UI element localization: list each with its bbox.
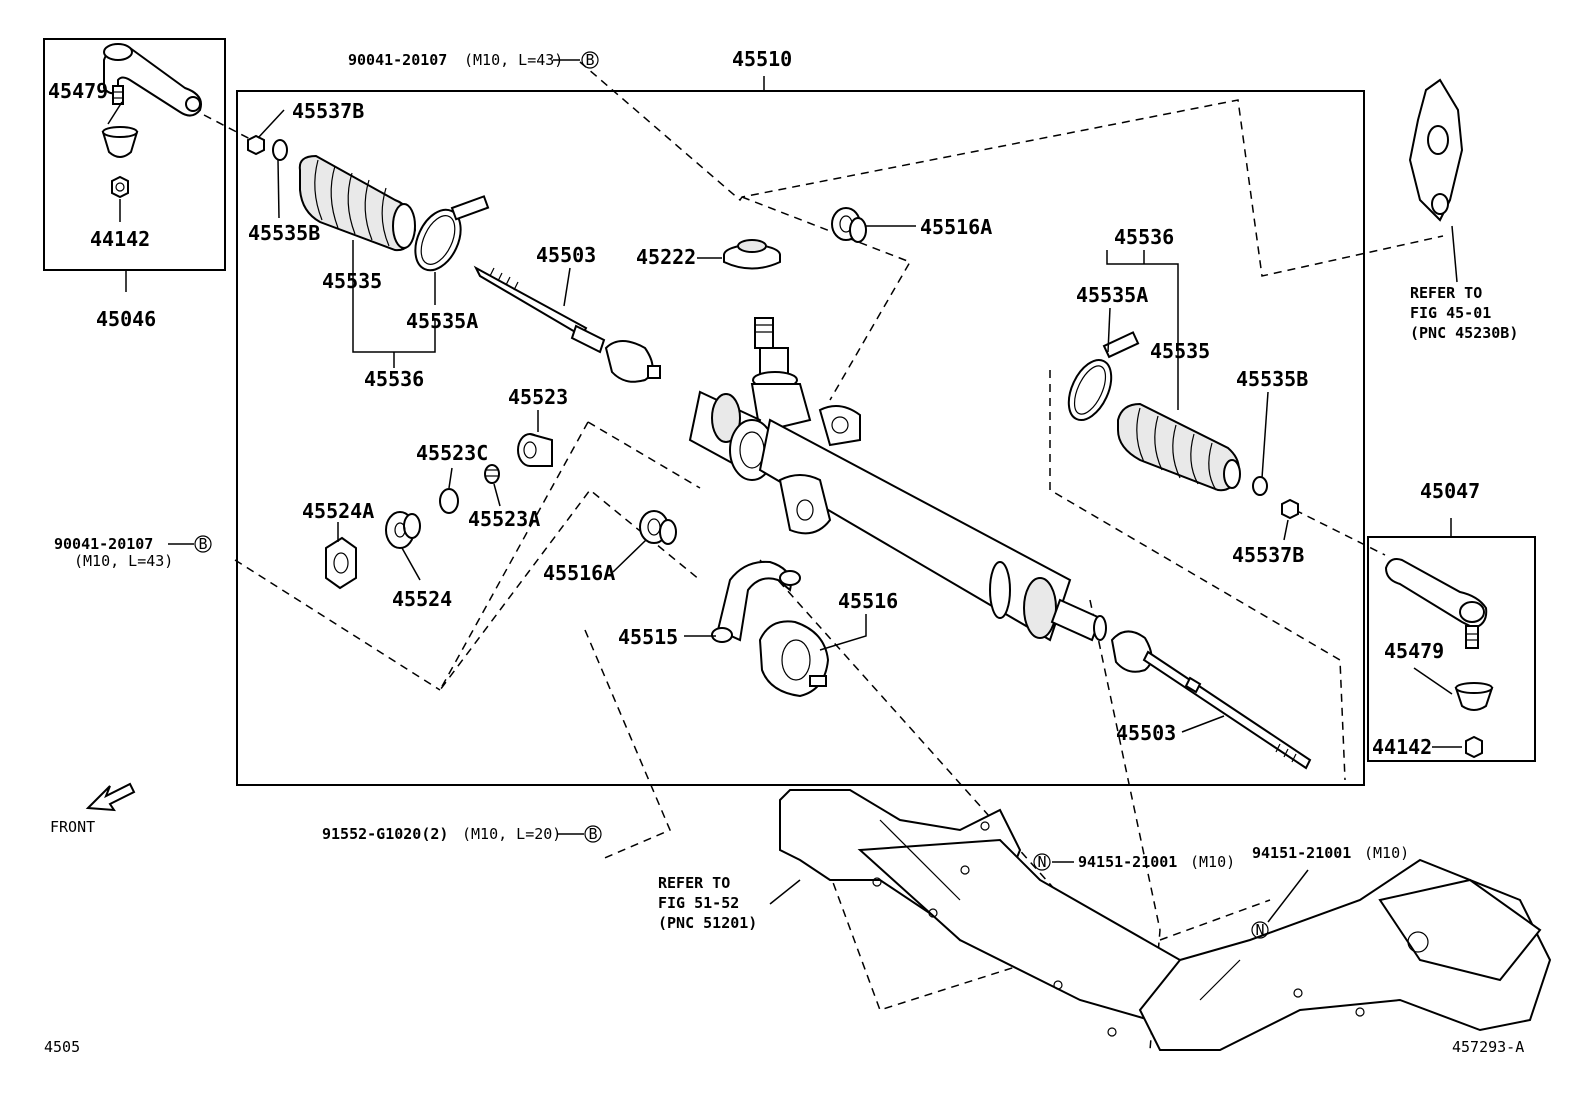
label-right-boot-clamp: 45535A — [1076, 283, 1148, 307]
label-bolt-bottom: 91552-G1020(2) — [322, 825, 448, 843]
leader-lines — [107, 59, 1462, 923]
label-rack-guide: 45523 — [508, 385, 568, 409]
grommet-part — [758, 620, 830, 698]
boot-left-part — [298, 154, 417, 252]
label-refer-bottom-1: REFER TO — [658, 874, 730, 892]
label-bracket: 45515 — [618, 625, 678, 649]
label-refer-top-2: FIG 45-01 — [1410, 304, 1491, 322]
label-left-boot-clamp: 45535A — [406, 309, 478, 333]
guide-plug-part — [385, 511, 421, 549]
rack-guide-part — [517, 433, 553, 467]
boot-clip-small-left-part — [272, 139, 288, 161]
label-nut-left-frame-spec: (M10) — [1190, 853, 1235, 871]
guide-plug-nut-part — [325, 536, 357, 590]
boot-nut-right-part — [1281, 498, 1299, 520]
label-right-tie-rod-end-assy: 45047 — [1420, 479, 1480, 503]
page-code: 4505 — [44, 1038, 80, 1056]
label-right-nut: 44142 — [1372, 735, 1432, 759]
boot-clamp-left-part — [414, 195, 490, 272]
main-assembly-frame — [236, 90, 1365, 786]
nut-right-part — [1465, 735, 1483, 759]
label-left-rack-end: 45503 — [536, 243, 596, 267]
label-left-ball-joint: 45479 — [48, 79, 108, 103]
pinion-cover-part — [723, 239, 781, 270]
marker-b-bottom: B — [584, 825, 602, 843]
label-nut-right-frame: 94151-21001 — [1252, 844, 1351, 862]
bushing-top-part — [831, 207, 867, 243]
label-guide-plug: 45524 — [392, 587, 452, 611]
boot-nut-left-part — [247, 134, 265, 156]
label-refer-bottom-3: (PNC 51201) — [658, 914, 757, 932]
boot-clip-small-right-part — [1252, 476, 1268, 496]
label-left-nut: 44142 — [90, 227, 150, 251]
label-left-boot: 45535 — [322, 269, 382, 293]
boot-right-part — [1117, 402, 1241, 492]
guide-seal-part — [439, 488, 459, 514]
marker-n-left: N — [1033, 853, 1051, 871]
marker-b-top: B — [581, 51, 599, 69]
figure-code: 457293-A — [1452, 1038, 1524, 1056]
label-bolt-top-spec: (M10, L=43) — [464, 51, 563, 69]
label-left-tie-rod-end-assy: 45046 — [96, 307, 156, 331]
label-guide-seal: 45523C — [416, 441, 488, 465]
label-front: FRONT — [50, 818, 95, 836]
label-right-boot: 45535 — [1150, 339, 1210, 363]
rack-end-left-part — [473, 265, 661, 383]
rack-end-right-part — [1110, 630, 1312, 770]
svg-text:N: N — [1255, 921, 1264, 939]
label-left-boot-nut: 45537B — [292, 99, 364, 123]
svg-text:B: B — [585, 51, 594, 69]
label-main-assembly: 45510 — [732, 47, 792, 71]
label-refer-bottom-2: FIG 51-52 — [658, 894, 739, 912]
crossmember-part — [779, 789, 1552, 1051]
label-nut-left-frame: 94151-21001 — [1078, 853, 1177, 871]
svg-text:B: B — [198, 535, 207, 553]
tie-rod-end-right-part — [1384, 558, 1488, 649]
steering-joint-part — [1408, 78, 1464, 222]
svg-text:B: B — [588, 825, 597, 843]
label-bushing-lower: 45516A — [543, 561, 615, 585]
label-right-ball-joint: 45479 — [1384, 639, 1444, 663]
tie-rod-end-left-part — [103, 43, 202, 117]
nut-left-part — [111, 175, 129, 199]
label-left-boot-set: 45536 — [364, 367, 424, 391]
label-left-boot-clip-small: 45535B — [248, 221, 320, 245]
label-refer-top-3: (PNC 45230B) — [1410, 324, 1518, 342]
label-bolt-bottom-spec: (M10, L=20) — [462, 825, 561, 843]
marker-b-left: B — [194, 535, 212, 553]
label-right-boot-set: 45536 — [1114, 225, 1174, 249]
left-tie-rod-end-box — [43, 38, 226, 271]
bracket-part — [711, 560, 801, 643]
guide-spring-part — [484, 464, 500, 484]
label-right-rack-end: 45503 — [1116, 721, 1176, 745]
label-guide-plug-nut: 45524A — [302, 499, 374, 523]
label-bolt-top: 90041-20107 — [348, 51, 447, 69]
boot-cap-left-part — [101, 131, 139, 158]
svg-text:N: N — [1037, 853, 1046, 871]
label-bolt-left-spec: (M10, L=43) — [74, 552, 173, 570]
label-right-boot-nut: 45537B — [1232, 543, 1304, 567]
label-refer-top-1: REFER TO — [1410, 284, 1482, 302]
bushing-lower-part — [639, 510, 677, 545]
gear-housing-part — [688, 317, 1107, 642]
label-right-boot-clip-small: 45535B — [1236, 367, 1308, 391]
label-bushing-top: 45516A — [920, 215, 992, 239]
label-grommet: 45516 — [838, 589, 898, 613]
front-arrow-icon — [85, 782, 136, 812]
label-nut-right-frame-spec: (M10) — [1364, 844, 1409, 862]
label-guide-spring: 45523A — [468, 507, 540, 531]
boot-clamp-right-part — [1067, 331, 1140, 421]
boot-cap-right-part — [1454, 687, 1494, 711]
marker-n-right: N — [1251, 921, 1269, 939]
label-pinion-cover: 45222 — [636, 245, 696, 269]
label-bolt-left: 90041-20107 — [54, 535, 153, 553]
